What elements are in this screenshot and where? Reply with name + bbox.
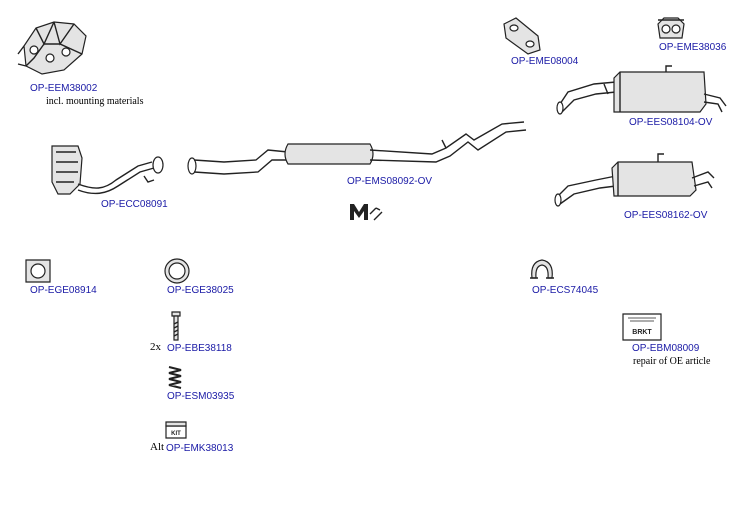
bracket-repair-kit-note: repair of OE article bbox=[633, 356, 711, 367]
rear-silencer-1-code[interactable]: OP-EES08104-OV bbox=[629, 117, 713, 128]
spring-code[interactable]: OP-ESM03935 bbox=[167, 391, 235, 402]
rubber-mount-2-image[interactable] bbox=[656, 16, 686, 40]
catalytic-converter-image[interactable] bbox=[48, 140, 178, 200]
kit-icon-text: KIT bbox=[171, 431, 181, 437]
rear-silencer-1-image[interactable] bbox=[554, 64, 730, 118]
spring-image[interactable] bbox=[166, 365, 184, 391]
middle-silencer-image[interactable] bbox=[184, 120, 529, 180]
bolt-image[interactable] bbox=[170, 310, 182, 342]
gasket-2-image[interactable] bbox=[163, 257, 191, 285]
rubber-mount-1-image[interactable] bbox=[500, 14, 544, 56]
rubber-mount-1-code[interactable]: OP-EME08004 bbox=[511, 56, 579, 67]
mounting-kit-included-icon bbox=[348, 200, 384, 222]
kit-prefix: Alt bbox=[150, 441, 165, 453]
exhaust-manifold-image[interactable] bbox=[14, 14, 90, 82]
rear-silencer-2-code[interactable]: OP-EES08162-OV bbox=[624, 210, 708, 221]
bracket-repair-kit-code[interactable]: OP-EBM08009 bbox=[632, 343, 700, 354]
rear-silencer-2-image[interactable] bbox=[552, 146, 718, 208]
clamp-code[interactable]: OP-ECS74045 bbox=[532, 285, 599, 296]
mounting-kit-code[interactable]: OP-EMK38013 bbox=[166, 443, 234, 454]
bolt-code[interactable]: OP-EBE38118 bbox=[167, 343, 232, 354]
bracket-kit-icon-text: BRKT bbox=[632, 329, 652, 336]
exhaust-manifold-note: incl. mounting materials bbox=[46, 96, 144, 107]
bolt-quantity: 2x bbox=[150, 341, 161, 353]
gasket-1-code[interactable]: OP-EGE08914 bbox=[30, 285, 97, 296]
middle-silencer-code[interactable]: OP-EMS08092-OV bbox=[347, 176, 433, 187]
gasket-2-code[interactable]: OP-EGE38025 bbox=[167, 285, 234, 296]
clamp-image[interactable] bbox=[528, 256, 556, 284]
exhaust-manifold-code[interactable]: OP-EEM38002 bbox=[30, 83, 98, 94]
rubber-mount-2-code[interactable]: OP-EME38036 bbox=[659, 42, 727, 53]
gasket-1-image[interactable] bbox=[24, 258, 52, 284]
catalytic-converter-code[interactable]: OP-ECC08091 bbox=[101, 199, 168, 210]
mounting-kit-image[interactable]: KIT bbox=[164, 420, 188, 440]
bracket-repair-kit-image[interactable]: BRKT bbox=[622, 313, 662, 341]
